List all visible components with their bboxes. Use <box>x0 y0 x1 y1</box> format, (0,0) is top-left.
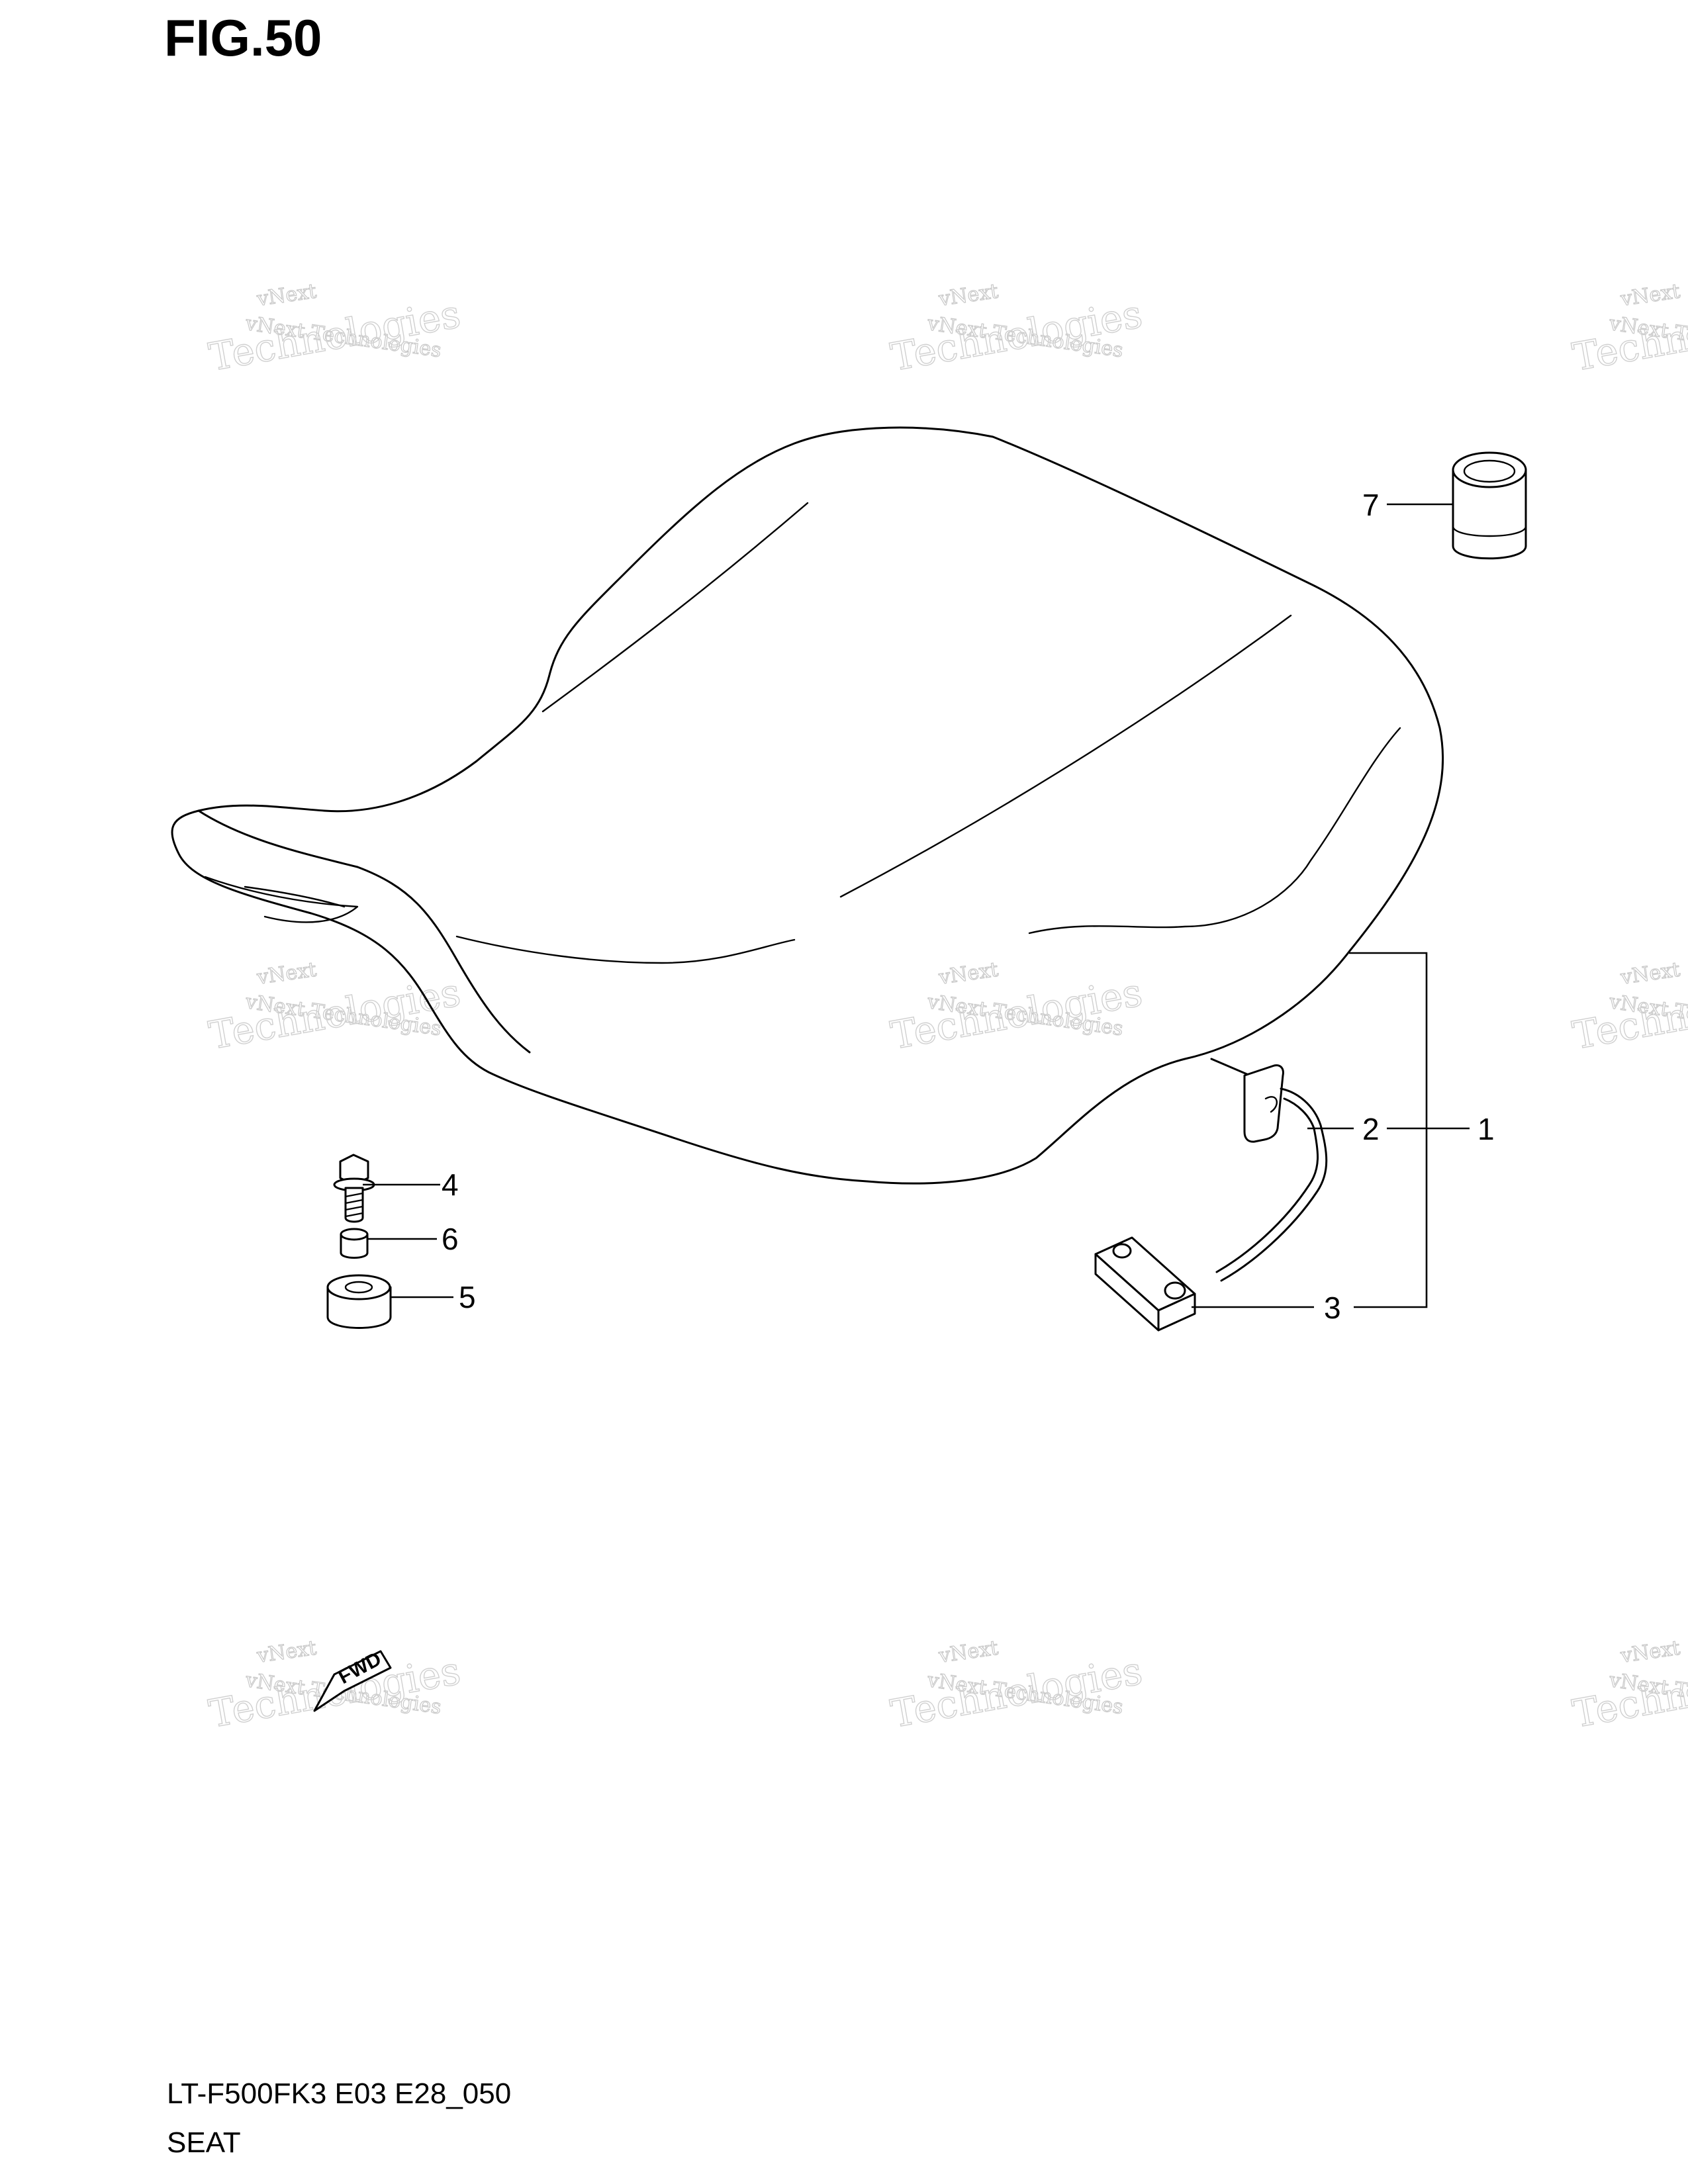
watermark: vNext vNext Technologies Technologies <box>1569 958 1688 1058</box>
watermark-top: vNext <box>937 1637 1000 1668</box>
cushion-hole <box>344 1281 373 1294</box>
watermark: vNext vNext Technologies Technologies <box>887 1636 1146 1737</box>
watermark-big: Technologies <box>888 970 1146 1058</box>
collar-body <box>340 1233 369 1259</box>
watermark-top: vNext <box>1618 1637 1681 1668</box>
watermark-big: Technologies <box>888 1648 1146 1737</box>
watermark-top: vNext <box>255 958 318 989</box>
watermark-top: vNext <box>937 280 1000 311</box>
collar-top <box>340 1228 369 1241</box>
callout-3: 3 <box>1324 1291 1341 1325</box>
cushion-top <box>326 1274 391 1300</box>
hook-curl <box>1264 1096 1278 1113</box>
watermark: vNext vNext Technologies Technologies <box>887 279 1146 380</box>
watermark: vNext vNext Technologies Technologies <box>1569 1636 1688 1737</box>
figure-title: FIG.50 <box>164 9 322 67</box>
part-collar <box>340 1228 369 1259</box>
watermark-top: vNext <box>1618 958 1681 989</box>
callout-numbers: 1 2 3 4 5 6 7 <box>442 488 1495 1325</box>
hook-plate <box>1243 1064 1284 1143</box>
watermark: vNext vNext Technologies Technologies <box>205 279 464 380</box>
bracket-leader-1 <box>1349 952 1428 1308</box>
watermark-big: Technologies <box>206 970 464 1058</box>
seat-crease-right <box>839 614 1292 898</box>
hook-wire-inner <box>1215 1097 1319 1273</box>
watermark-big: Technologies <box>888 291 1146 380</box>
leader-lines <box>363 503 1470 1308</box>
watermark-big: Technologies <box>206 291 464 380</box>
seat-front-recess <box>204 876 359 923</box>
seat-front-roll <box>197 809 531 1054</box>
model-code: LT-F500FK3 E03 E28_050 <box>167 2077 511 2110</box>
callout-1: 1 <box>1477 1112 1495 1146</box>
seat-drawing <box>171 426 1444 1185</box>
callout-7: 7 <box>1362 488 1380 522</box>
seat-front-recess-inner <box>244 886 346 908</box>
watermark: vNext vNext Technologies Technologies <box>205 958 464 1058</box>
watermark-top: vNext <box>937 958 1000 989</box>
part-bolt <box>333 1154 375 1223</box>
callout-5: 5 <box>459 1280 476 1314</box>
section-name: SEAT <box>167 2126 241 2159</box>
bolt-head <box>339 1154 369 1186</box>
watermark: vNext vNext Technologies Technologies <box>1569 279 1688 380</box>
watermark-top: vNext <box>1618 280 1681 311</box>
watermark-top: vNext <box>255 280 318 311</box>
hook-wire <box>1220 1087 1328 1282</box>
bolt-thread <box>344 1192 364 1218</box>
rubber-cap-inner <box>1463 459 1516 483</box>
bracket-pin-left <box>1112 1243 1132 1259</box>
part-seat-lock-bracket <box>1094 1236 1196 1332</box>
rubber-cap-band <box>1452 525 1527 537</box>
watermark: vNext vNext Technologies Technologies <box>887 958 1146 1058</box>
seat-outline <box>171 426 1444 1185</box>
watermark-top: vNext <box>255 1637 318 1668</box>
bracket-side <box>1157 1293 1196 1332</box>
part-seat-hook <box>1210 1058 1328 1282</box>
callout-4: 4 <box>442 1167 459 1202</box>
seat-front-edge <box>455 935 796 964</box>
bracket-pin-right <box>1164 1281 1186 1300</box>
part-cushion <box>326 1274 392 1329</box>
seat-side-edge <box>1028 727 1401 934</box>
seat-crease-left <box>541 502 809 713</box>
rubber-cap-body <box>1452 469 1527 560</box>
callout-2: 2 <box>1362 1112 1380 1146</box>
callout-6: 6 <box>442 1222 459 1256</box>
fwd-arrow-shape <box>313 1650 392 1712</box>
part-rubber-cap <box>1452 451 1527 560</box>
